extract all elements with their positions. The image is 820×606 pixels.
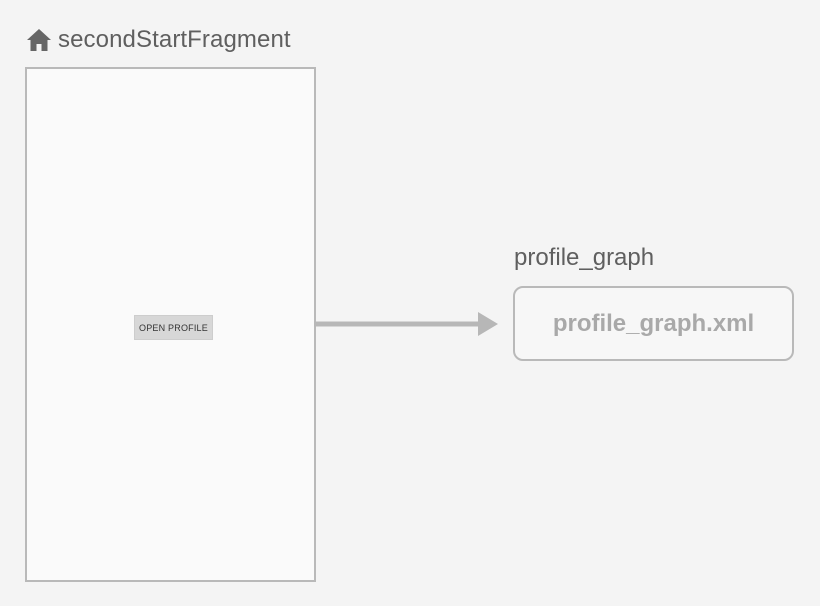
nested-graph-destination[interactable]: profile_graph.xml <box>513 286 794 361</box>
nested-graph-file: profile_graph.xml <box>552 309 755 337</box>
fragment-title: secondStartFragment <box>58 26 291 53</box>
start-destination-header: secondStartFragment <box>26 26 291 54</box>
navigation-action-arrow[interactable] <box>314 310 500 338</box>
nested-graph-label: profile_graph <box>514 244 655 271</box>
home-icon <box>27 29 51 51</box>
open-profile-button[interactable]: OPEN PROFILE <box>134 315 213 340</box>
fragment-preview[interactable]: OPEN PROFILE <box>25 67 316 582</box>
